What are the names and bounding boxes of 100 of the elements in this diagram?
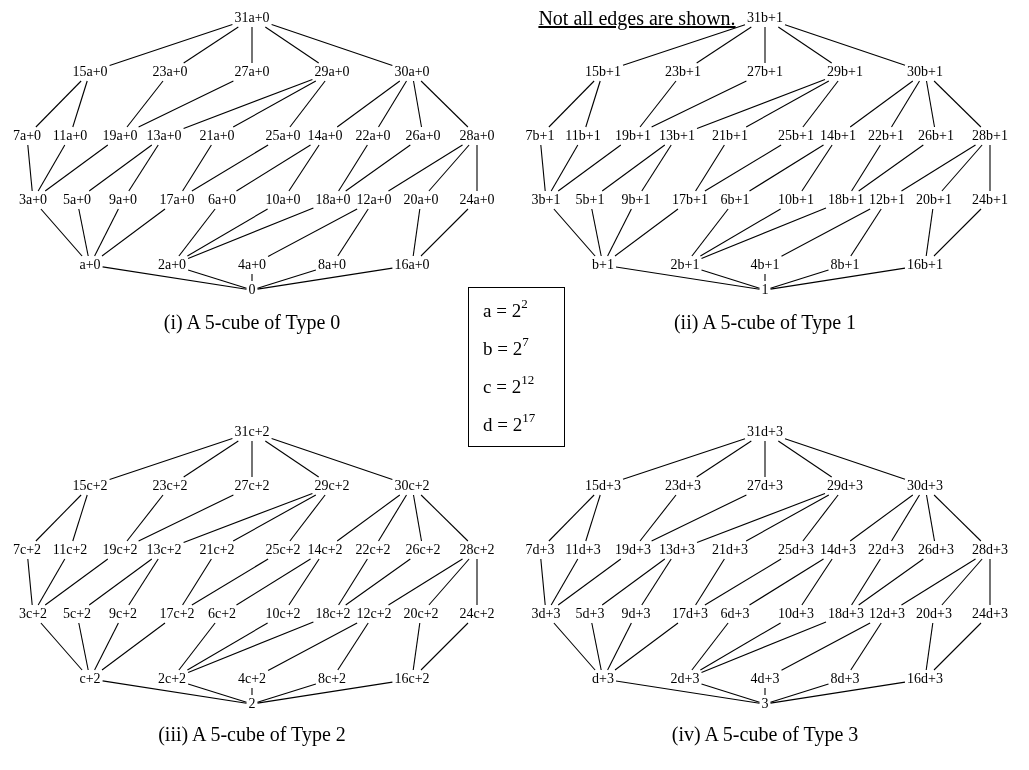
vertex-label: 29b+1 [826,64,864,80]
connector-line [639,80,677,128]
vertex-label: 9b+1 [620,192,652,208]
vertex-label: 17b+1 [671,192,709,208]
connector-line [540,144,546,192]
connector-line [187,621,314,674]
connector-line [700,621,827,673]
vertex-label: 18d+3 [827,606,865,622]
vertex-label: 8d+3 [829,671,861,687]
connector-line [801,558,833,606]
vertex-label: 26b+1 [917,128,955,144]
vertex-label: 18b+1 [827,192,865,208]
connector-line [183,78,313,130]
vertex-label: 19d+3 [614,542,652,558]
vertex-label: 3 [760,696,770,712]
vertex-label: 30c+2 [393,478,431,494]
connector-line [622,24,746,66]
connector-line [695,558,725,606]
vertex-label: 26c+2 [404,542,442,558]
connector-line [183,26,239,64]
connector-line [585,494,601,542]
connector-line [37,144,66,192]
connector-line [557,558,622,606]
connector-line [615,680,761,704]
connector-line [585,80,601,128]
connector-line [256,683,317,703]
connector-line [850,622,882,671]
connector-line [704,558,782,606]
connector-line [607,622,632,671]
connector-line [27,144,33,192]
connector-line [925,80,936,128]
connector-line [251,440,253,478]
vertex-label: 6a+0 [206,192,238,208]
connector-line [696,26,752,64]
vertex-label: 11d+3 [564,542,602,558]
connector-line [641,144,672,192]
connector-line [780,622,871,671]
connector-line [651,494,747,542]
connector-line [182,558,212,606]
vertex-label: 8b+1 [829,257,861,273]
connector-line [126,80,164,128]
vertex-label: 21a+0 [198,128,236,144]
connector-line [900,558,977,606]
connector-line [387,144,464,192]
connector-line [933,80,982,128]
connector-line [264,440,320,478]
connector-line [769,267,906,290]
vertex-label: 16c+2 [393,671,431,687]
vertex-label: 7b+1 [524,128,556,144]
vertex-label: 10d+3 [777,606,815,622]
connector-line [88,558,153,606]
connector-line [639,494,677,542]
connector-line [420,494,469,542]
vertex-label: 26a+0 [404,128,442,144]
vertex-label: 21d+3 [711,542,749,558]
connector-line [128,558,159,606]
connector-line [27,558,33,606]
vertex-label: 2a+0 [156,257,188,273]
connector-line [801,144,833,192]
connector-line [695,144,725,192]
vertex-label: 15d+3 [584,478,622,494]
vertex-label: 20b+1 [915,192,953,208]
connector-line [802,80,839,128]
connector-line [178,622,216,671]
connector-line [251,26,253,64]
connector-line [601,144,666,192]
connector-line [615,266,761,290]
vertex-label: 30d+3 [906,478,944,494]
vertex-label: 13c+2 [145,542,183,558]
connector-line [641,558,672,606]
connector-line [420,80,469,128]
connector-line [289,494,326,542]
connector-line [777,26,833,64]
vertex-label: 27a+0 [233,64,271,80]
vertex-label: 27b+1 [746,64,784,80]
connector-line [289,80,326,128]
connector-line [941,558,983,606]
connector-line [412,622,421,671]
vertex-label: 17a+0 [158,192,196,208]
connector-line [858,558,924,606]
equation: a = 2$^{2}$ [483,300,528,321]
connector-line [696,440,752,478]
vertex-label: 3b+1 [530,192,562,208]
connector-line [109,437,233,481]
connector-line [235,144,312,192]
vertex-label: 20d+3 [915,606,953,622]
connector-line [696,493,826,543]
vertex-label: 4a+0 [236,257,268,273]
vertex-label: 4c+2 [236,671,268,687]
connector-line [338,144,368,192]
connector-line [35,80,82,128]
connector-line [696,79,826,129]
vertex-label: 31a+0 [233,10,271,26]
vertex-label: 2 [247,696,257,712]
connector-line [890,80,921,128]
connector-line [337,208,369,257]
connector-line [591,622,602,671]
vertex-label: 8a+0 [316,257,348,273]
connector-line [748,144,825,192]
connector-line [109,23,233,67]
